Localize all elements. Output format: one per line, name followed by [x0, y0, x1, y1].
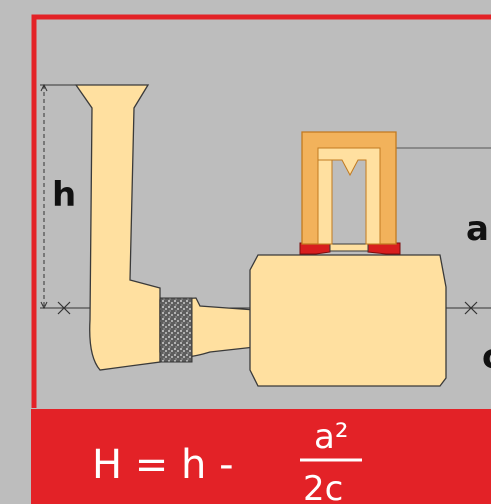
formula-numerator: a²	[314, 417, 348, 457]
formula-band	[31, 409, 491, 504]
cross-marker-right	[464, 301, 478, 315]
formula-lhs: H = h -	[92, 442, 234, 488]
filter	[159, 297, 193, 363]
formula-denominator: 2c	[303, 469, 343, 504]
label-a: a	[466, 209, 489, 249]
casting-body	[249, 254, 447, 387]
sprue	[74, 84, 161, 371]
label-h: h	[52, 175, 76, 215]
mold-cavity-left	[317, 159, 333, 245]
cross-marker-left	[57, 301, 71, 315]
label-c: c	[482, 337, 491, 377]
height-dimension	[40, 83, 76, 310]
red-frame	[31, 14, 491, 408]
ingate-bridge	[329, 243, 369, 252]
